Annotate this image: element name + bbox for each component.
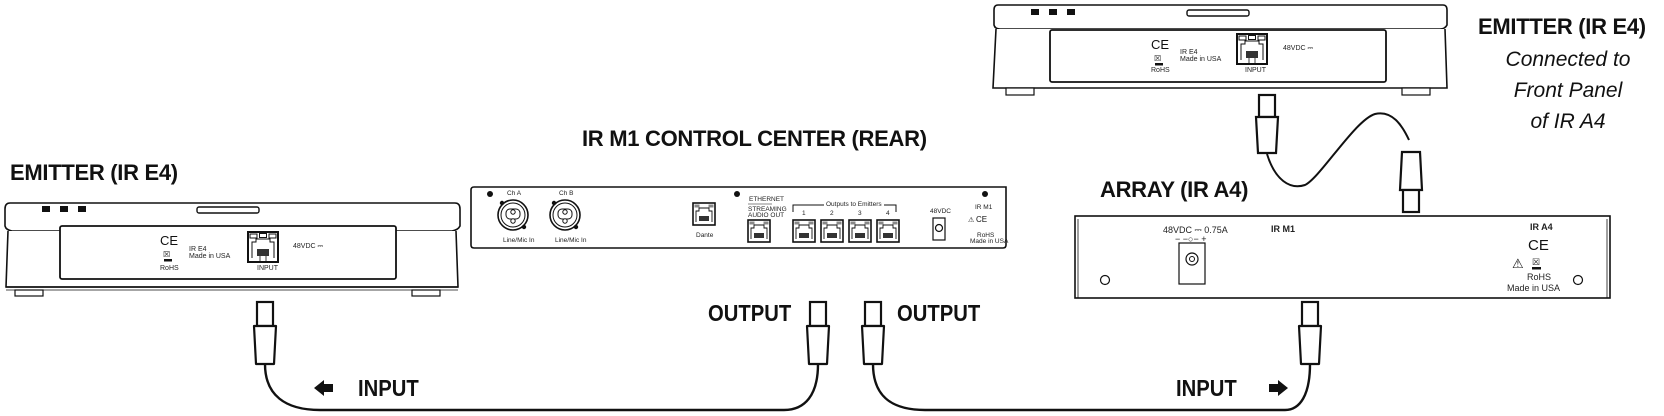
emitter-left-device: CE ☒ (4, 202, 461, 297)
weee-icon: ☒ (1532, 257, 1540, 267)
svg-text:CE: CE (1151, 37, 1169, 52)
xlr-combo-a (497, 199, 529, 231)
m1-made: Made in USA (970, 238, 1009, 245)
emitter-left-rohs: RoHS (160, 265, 179, 272)
emitter-right-made: Made in USA (1180, 56, 1222, 63)
array-made: Made in USA (1507, 283, 1561, 293)
array-title: ARRAY (IR A4) (1100, 177, 1249, 202)
output-port-2 (820, 219, 844, 243)
ce-mark: CE (1528, 237, 1549, 254)
emitter-left-port-label: INPUT (257, 265, 278, 272)
array-polarity: − −○− + (1175, 234, 1207, 244)
emitter-left-title: EMITTER (IR E4) (10, 160, 178, 185)
m1-outputs-title: Outputs to Emitters (824, 201, 884, 208)
ce-mark: CE (160, 233, 178, 248)
arrow-right-icon (1269, 380, 1288, 396)
streaming-audio-port (747, 219, 771, 243)
left-output-label: OUTPUT (708, 300, 792, 326)
plug-emitter-left (252, 300, 278, 366)
plug-array-input (1297, 300, 1323, 366)
emitter-right-note: Connected to Front Panel of IR A4 (1478, 44, 1658, 137)
plug-m1-output-b (860, 300, 886, 366)
emitter-right-port-label: INPUT (1245, 67, 1266, 74)
dante-port (692, 202, 716, 226)
emitter-right-model: IR E4 (1180, 49, 1198, 56)
weee-icon: ☒ (163, 250, 170, 259)
emitter-left-power: 48VDC ⎓ (293, 243, 324, 250)
m1-power: 48VDC (930, 208, 951, 215)
emitter-left-made: Made in USA (189, 253, 231, 260)
array-device: CE ⚠ ☒ (1074, 215, 1611, 299)
m1-audio-out: AUDIO OUT (748, 212, 785, 219)
array-port-label: IR M1 (1271, 224, 1296, 234)
note-line-2: Front Panel (1513, 79, 1623, 102)
output-port-1 (792, 219, 816, 243)
array-rohs: RoHS (1527, 272, 1552, 282)
emitter-left-input-port (247, 231, 279, 263)
m1-control-center-device: ⚠ CE (470, 186, 1007, 249)
m1-output-2: 2 (830, 210, 834, 217)
m1-combo-b: Line/Mic In (555, 237, 587, 244)
note-line-1: Connected to (1505, 48, 1631, 71)
arrow-left-icon (314, 380, 333, 396)
svg-text:⚠: ⚠ (968, 216, 974, 224)
cable-top (1254, 93, 1424, 214)
xlr-combo-b (549, 199, 581, 231)
output-port-3 (848, 219, 872, 243)
m1-model: IR M1 (975, 204, 993, 211)
emitter-right-power: 48VDC ⎓ (1283, 45, 1314, 52)
m1-ch-b: Ch B (559, 190, 574, 197)
note-line-3: of IR A4 (1530, 110, 1606, 133)
cable-right (860, 300, 1323, 412)
right-output-label: OUTPUT (897, 300, 981, 326)
array-model: IR A4 (1530, 222, 1553, 232)
svg-text:CE: CE (976, 215, 987, 224)
m1-output-4: 4 (886, 210, 890, 217)
emitter-left-model: IR E4 (189, 246, 207, 253)
led-indicators (42, 206, 86, 212)
emitter-right-title: EMITTER (IR E4) (1478, 14, 1646, 39)
svg-text:☒: ☒ (1154, 54, 1161, 63)
cable-left (252, 300, 831, 412)
m1-ethernet: ETHERNET (749, 196, 785, 203)
m1-rohs: RoHS (977, 232, 995, 239)
m1-streaming: STREAMING (748, 206, 787, 213)
emitter-right-rohs: RoHS (1151, 67, 1170, 74)
m1-combo-a: Line/Mic In (503, 237, 535, 244)
m1-ch-a: Ch A (507, 190, 522, 197)
left-input-label: INPUT (358, 375, 419, 401)
rcm-icon: ⚠ (1512, 256, 1524, 271)
right-input-label: INPUT (1176, 375, 1237, 401)
emitter-right-input-port (1236, 33, 1268, 65)
m1-output-3: 3 (858, 210, 862, 217)
output-port-4 (876, 219, 900, 243)
m1-title: IR M1 CONTROL CENTER (REAR) (582, 126, 927, 151)
m1-output-1: 1 (802, 210, 806, 217)
emitter-right-device: CE ☒ (992, 4, 1448, 96)
array-power: 48VDC ⎓ 0.75A (1163, 225, 1228, 235)
plug-m1-output-a (805, 300, 831, 366)
m1-dante: Dante (696, 232, 714, 239)
